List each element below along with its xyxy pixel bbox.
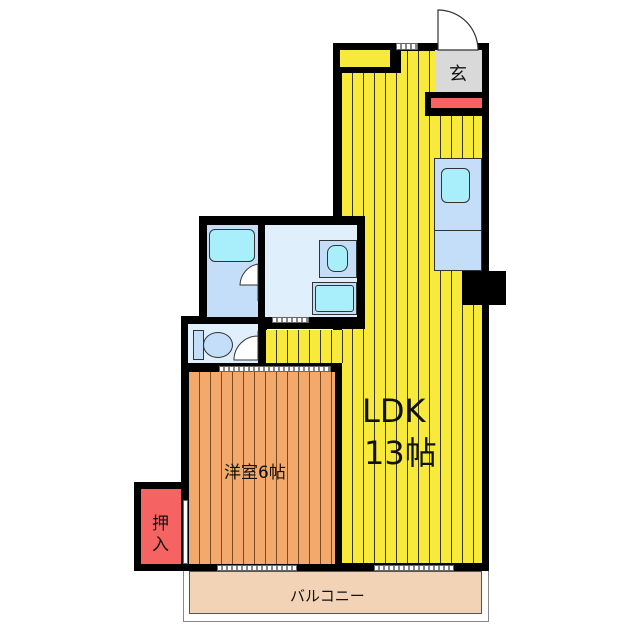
balcony-label: バルコニー <box>290 587 365 605</box>
closet <box>141 489 181 564</box>
washroom-door[interactable] <box>272 317 309 323</box>
stove-divider <box>434 230 482 231</box>
toilet <box>203 332 233 358</box>
bathtub <box>209 229 255 262</box>
entrance-floor <box>435 50 482 92</box>
closet-label-2: 入 <box>152 535 169 555</box>
balcony <box>189 571 482 614</box>
entrance-label: 玄 <box>449 64 467 85</box>
kitchen-sink <box>441 168 470 203</box>
closet-label-1: 押 <box>152 514 169 534</box>
ldk-floor <box>342 51 482 563</box>
entrance-door-icon[interactable] <box>436 8 486 52</box>
bath-door-icon[interactable] <box>232 263 260 303</box>
western-room-label: 洋室6帖 <box>224 463 286 483</box>
closet-door[interactable] <box>183 500 188 564</box>
western-room-door[interactable] <box>219 366 331 372</box>
ldk-window[interactable] <box>374 565 454 571</box>
storage-shelf <box>340 50 390 67</box>
ldk-floor-extension <box>266 330 344 363</box>
western-room-window[interactable] <box>217 565 297 571</box>
shoe-cabinet <box>431 98 482 108</box>
top-window[interactable] <box>396 43 418 50</box>
pillar <box>462 271 506 305</box>
ldk-label-2: 13帖 <box>364 434 437 472</box>
ldk-label-1: LDK <box>362 392 426 430</box>
western-room-floor <box>189 372 335 564</box>
washbasin <box>327 245 348 272</box>
toilet-door-icon[interactable] <box>232 330 260 362</box>
washing-machine <box>315 285 354 312</box>
